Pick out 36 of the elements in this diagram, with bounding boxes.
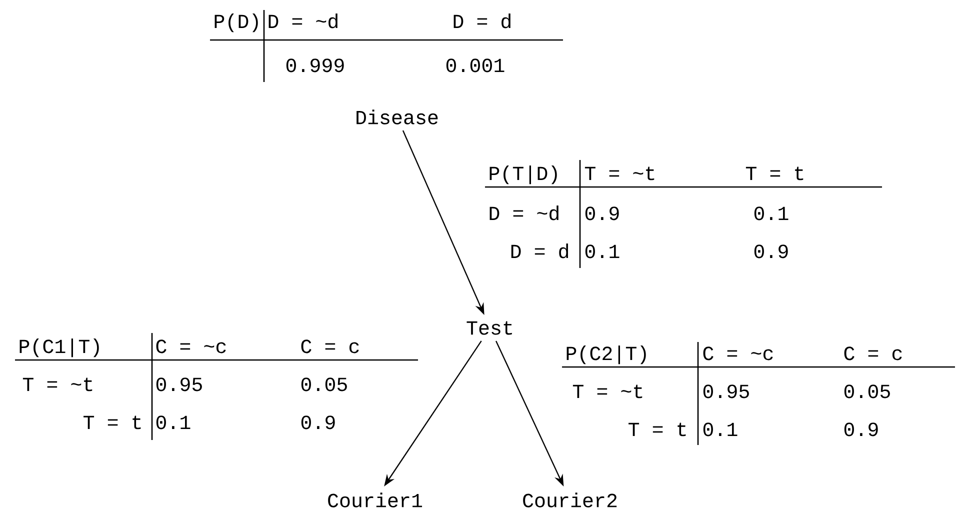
node-label: Disease: [356, 110, 438, 124]
table-cell: D = ~d: [490, 206, 558, 220]
table-cell: T = t: [746, 166, 804, 180]
node-label: Courier2: [523, 492, 617, 508]
table-cell: 0.05: [301, 378, 347, 392]
table-cell: 0.001: [446, 58, 504, 72]
table-cell: 0.95: [156, 378, 202, 392]
table-cell: C = c: [301, 340, 359, 354]
table-cell: 0.95: [703, 384, 749, 398]
table-cell: T = t: [84, 416, 141, 430]
table-cell: T = t: [628, 422, 686, 436]
table-cell: T = ~t: [572, 384, 642, 398]
table-cell: 0.9: [754, 244, 788, 258]
table-cell: 0.1: [703, 422, 738, 436]
table-cell: 0.05: [844, 384, 890, 398]
table-cell: D = ~d: [268, 14, 338, 28]
table-cell: T = ~t: [584, 166, 654, 180]
table-cell: 0.1: [156, 416, 190, 430]
table-cell: P(C2|T): [566, 346, 646, 364]
table-cell: 0.1: [754, 206, 788, 220]
table-cell: P(C1|T): [20, 338, 99, 358]
table-cell: C = c: [844, 346, 902, 360]
node-label: Courier1: [328, 492, 422, 508]
table-cell: P(T|D): [490, 166, 557, 184]
table-cell: 0.9: [844, 422, 878, 436]
table-cell: 0.999: [286, 58, 344, 72]
table-cell: C = ~c: [703, 346, 773, 360]
table-cell: 0.1: [585, 244, 620, 258]
table-cell: 0.9: [585, 206, 619, 220]
table-cell: P(D): [214, 14, 258, 32]
node-label: Test: [466, 321, 512, 335]
table-cell: D = d: [511, 244, 568, 258]
table-cell: 0.9: [301, 416, 335, 430]
table-cell: C = ~c: [156, 340, 226, 354]
table-cell: T = ~t: [22, 378, 92, 392]
table-cell: D = d: [454, 14, 510, 28]
